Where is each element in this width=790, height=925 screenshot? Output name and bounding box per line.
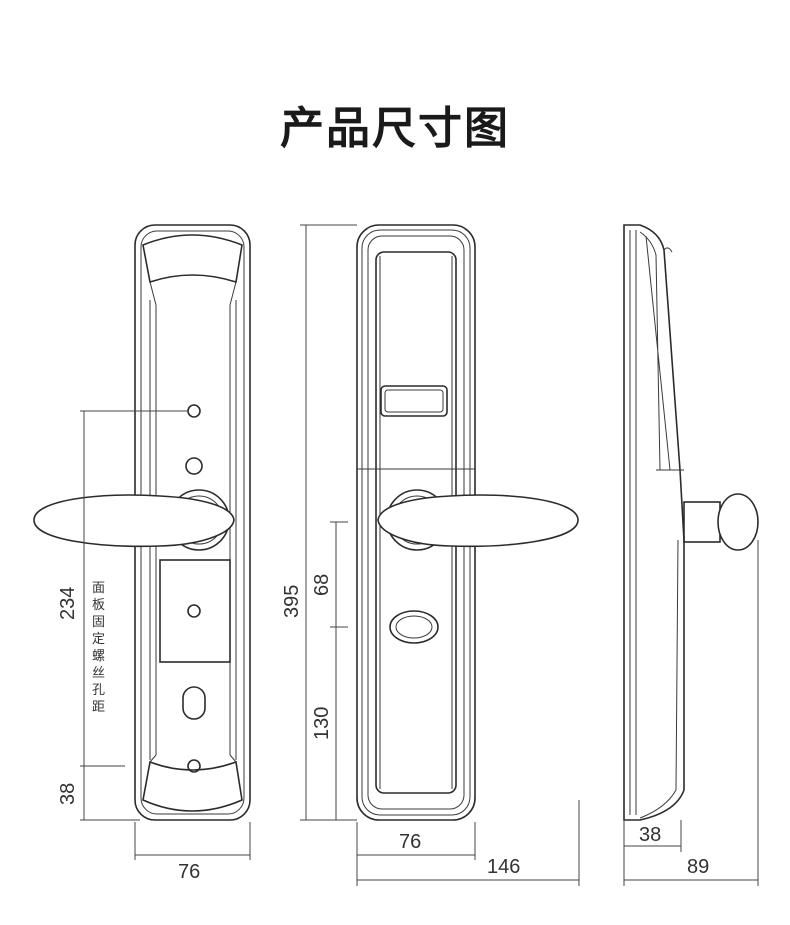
- back-view: 395 68 130 76 146: [281, 224, 580, 886]
- back-dim-handle-length: 146: [487, 856, 520, 878]
- back-dim-panel-width: 76: [399, 831, 421, 853]
- svg-text:板: 板: [92, 598, 105, 613]
- svg-text:定: 定: [92, 632, 105, 647]
- front-dim-panel-width: 76: [178, 861, 200, 883]
- side-view: 38 89: [623, 224, 759, 886]
- svg-text:固: 固: [92, 615, 105, 630]
- back-battery-window: [380, 385, 448, 417]
- front-lower-window: [159, 559, 231, 663]
- svg-text:面: 面: [92, 581, 105, 596]
- svg-text:螺: 螺: [92, 649, 105, 664]
- side-spindle: [683, 501, 721, 543]
- back-thumb-turn: [389, 610, 439, 644]
- back-dim-total-height: 395: [281, 585, 303, 618]
- page-title: 产品尺寸图: [280, 103, 510, 154]
- back-dim-spindle-to-keyhole: 68: [311, 574, 333, 596]
- front-dim-hole-distance: 234: [57, 587, 79, 620]
- front-keyhole-slot: [182, 686, 206, 720]
- front-cylinder-hole: [185, 457, 203, 475]
- svg-text:孔: 孔: [92, 683, 105, 698]
- side-knob: [717, 493, 759, 551]
- back-handle: [377, 494, 579, 548]
- side-dim-panel-depth: 38: [639, 824, 661, 846]
- svg-text:丝: 丝: [92, 666, 105, 681]
- svg-text:距: 距: [92, 700, 105, 715]
- front-screw-hole-bottom: [187, 759, 201, 773]
- back-dim-keyhole-to-bottom: 130: [311, 707, 333, 740]
- front-note: 面 板 固 定 螺 丝 孔 距: [92, 581, 105, 715]
- front-bottom-cap: [142, 760, 243, 812]
- front-dim-bottom-offset: 38: [57, 783, 79, 805]
- side-dim-total-depth: 89: [687, 856, 709, 878]
- front-top-cap: [142, 234, 243, 284]
- front-screw-hole-mid: [187, 604, 201, 618]
- front-screw-hole-top: [187, 404, 201, 418]
- front-handle: [33, 494, 235, 548]
- front-view: 234 面 板 固 定 螺 丝 孔 距 38 76: [33, 224, 251, 883]
